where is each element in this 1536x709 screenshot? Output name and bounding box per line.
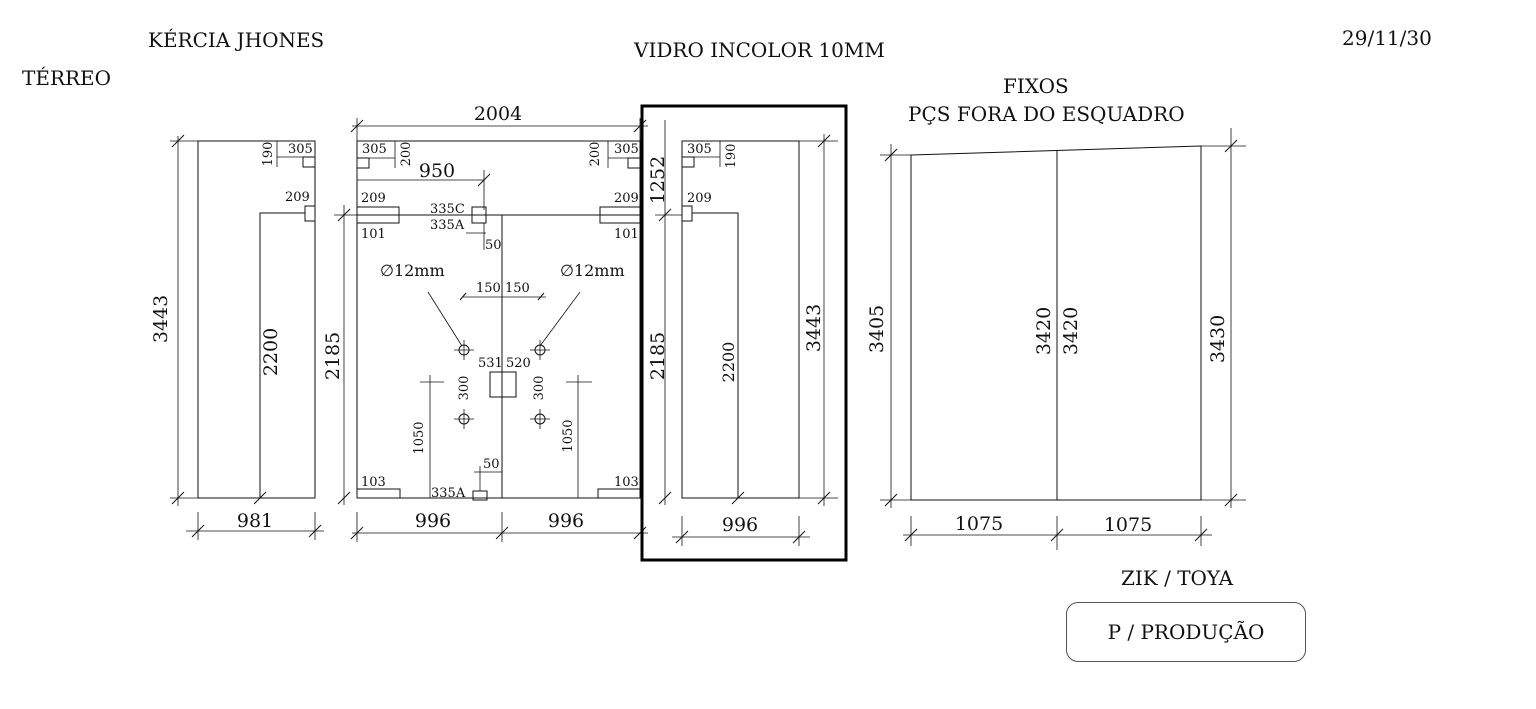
panel-3-width: 996 [722,514,758,536]
panel-4-height-left: 3405 [866,305,888,353]
panel-3-height-2185: 2185 [647,332,669,380]
panel-2-notch-height-left: 200 [399,142,414,167]
panel-2-lock-bottom [472,490,488,501]
date-label: 29/11/30 [1342,26,1432,50]
panel-1-top-notch [302,156,316,168]
production-label: P / PRODUÇÃO [1107,620,1265,644]
panel-2-bottom-103-left: 103 [361,475,386,490]
panel-2-spacing-150-right: 150 [505,281,530,296]
panel-2-dist-950: 950 [419,160,455,182]
panel-2-outline [356,140,641,499]
panel-2-notch-width-left: 305 [362,142,387,157]
panel-2-diameter-right: ∅12mm [560,261,625,280]
fixos-label: FIXOS [1003,74,1069,98]
panel-2-total-width: 2004 [474,103,522,125]
panel-3-notch-height: 190 [724,144,739,169]
panel-1-hinge: 209 [285,190,310,205]
panel-2-lock-a: 335A [430,218,465,233]
panel-2-dist-531: 531 [478,356,503,371]
panel-2-notch-height-right: 200 [588,142,603,167]
material-label: VIDRO INCOLOR 10MM [634,38,885,62]
panel-2-vert-1050-left: 1050 [412,421,427,454]
panel-3-door-line [692,212,739,498]
panel-3-height: 3443 [803,304,825,352]
panel-2-lock-c: 335C [430,202,465,217]
panel-2-hole-top-right: 209 [614,191,639,206]
panel-2: 2004 305 200 305 200 950 335C 335A 50 20… [322,103,648,542]
panel-2-vert-300-right: 300 [532,376,547,401]
panel-1-width: 981 [237,510,273,532]
panel-1-notch-height: 190 [261,142,276,167]
client-name: KÉRCIA JHONES [148,28,325,52]
panel-2-holes [454,340,550,429]
panel-3-top-1252: 1252 [647,156,669,204]
panel-1-inner-height: 2200 [260,328,282,376]
out-of-square-label: PÇS FORA DO ESQUADRO [908,102,1185,126]
panel-2-notch-width-right: 305 [614,142,639,157]
panel-2-width-left: 996 [415,510,451,532]
author-label: ZIK / TOYA [1121,566,1234,590]
panel-2-offset-50-top: 50 [485,238,502,253]
panel-2-diameter-left: ∅12mm [380,261,445,280]
panel-3-highlight-frame [640,104,848,562]
panel-1-door-line [259,212,305,498]
panel-2-height-2185: 2185 [322,332,344,380]
panel-2-dist-520: 520 [506,356,531,371]
panel-2-hole-top-left: 209 [361,191,386,206]
floor-label: TÉRREO [22,66,112,90]
panel-1-outline [197,140,316,499]
panel-4-width-right: 1075 [1104,514,1152,536]
panel-2-offset-50-bottom: 50 [483,457,500,472]
panel-2-hole-bottom-left: 101 [361,227,386,242]
panel-2-vert-1050-right: 1050 [561,419,576,452]
panel-1: 3443 2200 981 305 190 209 [150,134,324,540]
panel-3-hinge: 209 [687,191,712,206]
panel-2-hole-bottom-right: 101 [614,227,639,242]
panel-3-inner-height: 2200 [719,342,738,383]
panel-4-height-mid-right: 3420 [1060,307,1082,355]
panel-2-bottom-103-right: 103 [614,475,639,490]
panel-2-vert-300-left: 300 [457,376,472,401]
panel-4-height-right: 3430 [1207,315,1229,363]
panel-2-lock-a-bottom: 335A [431,486,466,501]
panel-4-outline [910,145,1202,501]
panel-1-height: 3443 [150,295,172,343]
panel-2-handle-cutout [489,371,517,398]
panel-2-width-right: 996 [548,510,584,532]
panel-4-width-left: 1075 [955,513,1003,535]
panel-4: 3405 3430 3420 3420 1075 1075 [866,128,1246,550]
panel-1-hinge-notch [304,205,316,222]
panel-2-lock-top [471,206,487,224]
panel-4-height-mid-left: 3420 [1033,307,1055,355]
panel-3-outline [681,140,800,499]
panel-2-spacing-150-left: 150 [476,281,501,296]
panel-3-notch-width: 305 [687,142,712,157]
production-stamp: P / PRODUÇÃO [1066,602,1306,662]
panel-3: 305 190 209 1252 2185 2200 3443 996 [640,104,848,562]
panel-1-notch-width: 305 [288,142,313,157]
